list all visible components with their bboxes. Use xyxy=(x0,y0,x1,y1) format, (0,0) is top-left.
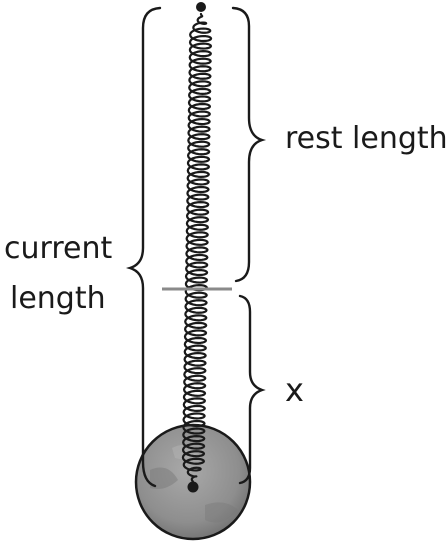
current-length-label-line2: length xyxy=(10,281,106,316)
displacement-label: x xyxy=(285,371,304,409)
bob-center-dot xyxy=(187,481,199,493)
current-length-label-line1: current xyxy=(4,231,113,266)
rest-length-label: rest length xyxy=(285,121,448,156)
displacement-brace xyxy=(238,294,266,485)
anchor-point-icon xyxy=(196,2,206,12)
rest-length-brace xyxy=(231,6,267,283)
current-length-brace xyxy=(125,6,162,488)
spring-coil xyxy=(181,12,213,484)
